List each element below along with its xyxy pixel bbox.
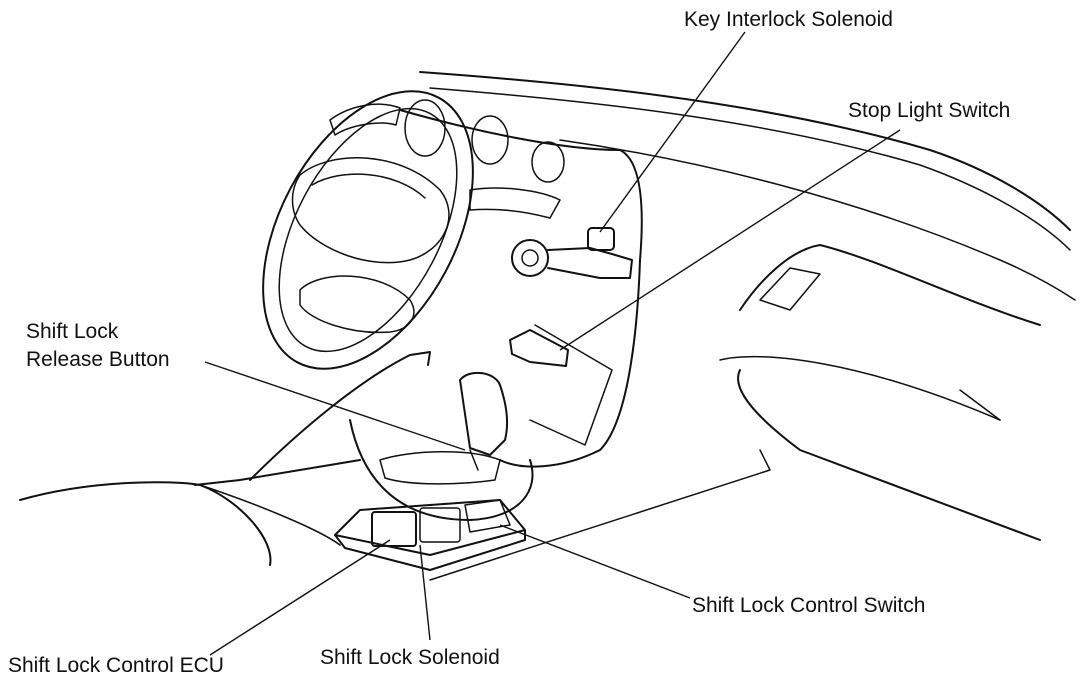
label-key-interlock-solenoid: Key Interlock Solenoid xyxy=(684,8,893,31)
label-shift-lock-control-ecu: Shift Lock Control ECU xyxy=(8,654,224,677)
label-shift-lock-release-button-line1: Shift Lock xyxy=(26,320,119,343)
center-console xyxy=(194,351,534,521)
leader-shift-lock-release-button xyxy=(204,361,466,451)
steering-wheel xyxy=(262,90,474,370)
leader-lines xyxy=(204,31,901,656)
label-stop-light-switch: Stop Light Switch xyxy=(848,99,1011,122)
key-cylinder-assembly xyxy=(511,227,633,279)
label-shift-lock-solenoid: Shift Lock Solenoid xyxy=(320,646,500,669)
dashboard-outline xyxy=(399,71,1076,468)
stop-light-switch-part xyxy=(509,324,613,446)
floor-and-seat-edge xyxy=(19,481,341,566)
leader-shift-lock-solenoid xyxy=(419,544,431,641)
leader-shift-lock-control-ecu xyxy=(209,539,391,656)
ecu-and-solenoid-unit xyxy=(334,499,526,571)
label-shift-lock-release-button-line2: Release Button xyxy=(26,348,170,371)
leader-stop-light-switch xyxy=(559,129,901,351)
instrument-cluster xyxy=(404,99,565,219)
label-shift-lock-control-switch: Shift Lock Control Switch xyxy=(692,594,926,617)
leader-shift-lock-control-switch xyxy=(499,524,691,599)
glove-box-area xyxy=(429,244,1041,581)
label-shift-lock-release-button: Shift Lock Release Button xyxy=(26,318,170,374)
leader-key-interlock-solenoid xyxy=(599,31,746,233)
